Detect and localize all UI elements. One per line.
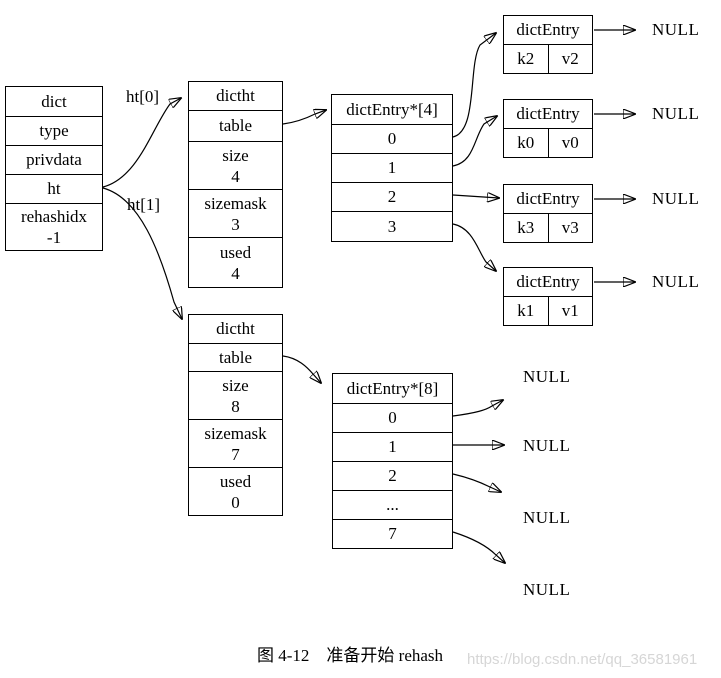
dictht-bottom-sizemask: sizemask 7 bbox=[189, 419, 282, 467]
null-bucket8-3: NULL bbox=[523, 580, 571, 599]
arrow-ht0 bbox=[102, 98, 181, 188]
watermark-url: https://blog.csdn.net/qq_36581961 bbox=[467, 651, 698, 668]
dictentry-title: dictEntry bbox=[516, 272, 580, 291]
dictentry-box-k2v2: dictEntry k2 v2 bbox=[503, 15, 593, 74]
null-entry-2: NULL bbox=[652, 189, 700, 208]
bucket8-slot-1: 1 bbox=[333, 432, 452, 461]
dict-title: dict bbox=[41, 91, 67, 111]
arrow-bucket8-slot0 bbox=[452, 400, 503, 417]
arrow-ht1 bbox=[102, 187, 182, 319]
entry-value: v1 bbox=[547, 297, 593, 325]
dictht-bottom-size: size 8 bbox=[189, 371, 282, 419]
dictht-top-table: table bbox=[189, 110, 282, 141]
null-bucket8-2: NULL bbox=[523, 508, 571, 527]
dictht-top-sizemask: sizemask 3 bbox=[189, 189, 282, 237]
arrow-bucket4-slot2 bbox=[452, 195, 499, 198]
null-entry-1: NULL bbox=[652, 104, 700, 123]
bucket8-slot-2: 2 bbox=[333, 461, 452, 490]
size-value: 8 bbox=[231, 396, 240, 416]
arrow-bucket8-slot7 bbox=[452, 531, 505, 563]
size-label: size bbox=[222, 145, 249, 165]
dictentry-box-k3v3: dictEntry k3 v3 bbox=[503, 184, 593, 243]
entry-key: k2 bbox=[517, 49, 535, 68]
dictht-top-used: used 4 bbox=[189, 237, 282, 287]
sizemask-label: sizemask bbox=[204, 193, 267, 213]
dictht-bottom-used: used 0 bbox=[189, 467, 282, 515]
bucket4-slot-2: 2 bbox=[332, 182, 452, 211]
dictht-bottom-table: table bbox=[189, 343, 282, 371]
entry-key: k3 bbox=[517, 218, 535, 237]
dictht-bottom-title: dictht bbox=[216, 319, 255, 338]
entry-key: k1 bbox=[517, 301, 535, 320]
bucket4-slot-0: 0 bbox=[332, 124, 452, 153]
dictentry-title: dictEntry bbox=[516, 189, 580, 208]
ht1-label: ht[1] bbox=[127, 195, 161, 214]
bucket8-slot-7: 7 bbox=[333, 519, 452, 548]
bucket8-title: dictEntry*[8] bbox=[346, 378, 439, 398]
null-bucket8-1: NULL bbox=[523, 436, 571, 455]
size-label: size bbox=[222, 375, 249, 395]
arrow-bucket4-slot3 bbox=[452, 223, 496, 271]
dictentry-kv: k2 v2 bbox=[504, 44, 592, 73]
entry-key: k0 bbox=[517, 133, 535, 152]
arrow-bucket4-slot1 bbox=[452, 116, 497, 167]
dictht-top-title: dictht bbox=[216, 86, 255, 105]
rehashidx-label: rehashidx bbox=[20, 207, 88, 226]
bucket4-slot-3: 3 bbox=[332, 211, 452, 241]
sizemask-value: 3 bbox=[231, 214, 240, 234]
size-value: 4 bbox=[231, 166, 240, 186]
dictentry-box-k1v1: dictEntry k1 v1 bbox=[503, 267, 593, 326]
arrow-bucket4-slot0 bbox=[452, 33, 496, 138]
dictentry-title: dictEntry bbox=[516, 104, 580, 123]
used-value: 0 bbox=[231, 492, 240, 512]
null-entry-3: NULL bbox=[652, 272, 700, 291]
used-label: used bbox=[219, 471, 252, 491]
bucket8-box: dictEntry*[8] 0 1 2 ... 7 bbox=[332, 373, 453, 549]
dict-field-rehashidx: rehashidx -1 bbox=[6, 203, 102, 250]
dict-box: dict type privdata ht rehashidx -1 bbox=[5, 86, 103, 251]
bucket8-slot-dots: ... bbox=[333, 490, 452, 519]
arrow-bucket8-slot2 bbox=[452, 473, 501, 492]
null-entry-0: NULL bbox=[652, 20, 700, 39]
used-value: 4 bbox=[231, 263, 240, 283]
sizemask-value: 7 bbox=[231, 444, 240, 464]
bucket8-slot-0: 0 bbox=[333, 403, 452, 432]
entry-value: v2 bbox=[547, 45, 593, 73]
bucket4-title: dictEntry*[4] bbox=[346, 99, 438, 119]
arrow-table0-to-bucket4 bbox=[282, 110, 326, 125]
figure-caption: 图 4-12 准备开始 rehash bbox=[257, 646, 444, 665]
dictentry-title: dictEntry bbox=[516, 20, 580, 39]
dict-field-type: type bbox=[6, 116, 102, 145]
dictht-bottom-box: dictht table size 8 sizemask 7 used 0 bbox=[188, 314, 283, 516]
rehashidx-value: -1 bbox=[46, 228, 62, 247]
bucket4-slot-1: 1 bbox=[332, 153, 452, 182]
dictht-top-size: size 4 bbox=[189, 141, 282, 189]
bucket4-box: dictEntry*[4] 0 1 2 3 bbox=[331, 94, 453, 242]
dictentry-box-k0v0: dictEntry k0 v0 bbox=[503, 99, 593, 158]
entry-value: v3 bbox=[547, 214, 593, 242]
null-bucket8-0: NULL bbox=[523, 367, 571, 386]
sizemask-label: sizemask bbox=[204, 423, 267, 443]
ht0-label: ht[0] bbox=[126, 87, 160, 106]
dictentry-kv: k0 v0 bbox=[504, 128, 592, 157]
dictentry-kv: k3 v3 bbox=[504, 213, 592, 242]
dict-field-ht: ht bbox=[6, 174, 102, 203]
used-label: used bbox=[219, 242, 252, 262]
dictentry-kv: k1 v1 bbox=[504, 296, 592, 325]
dict-field-privdata: privdata bbox=[6, 145, 102, 174]
arrow-table1-to-bucket8 bbox=[282, 355, 321, 383]
dictht-top-box: dictht table size 4 sizemask 3 used 4 bbox=[188, 81, 283, 288]
entry-value: v0 bbox=[547, 129, 593, 157]
